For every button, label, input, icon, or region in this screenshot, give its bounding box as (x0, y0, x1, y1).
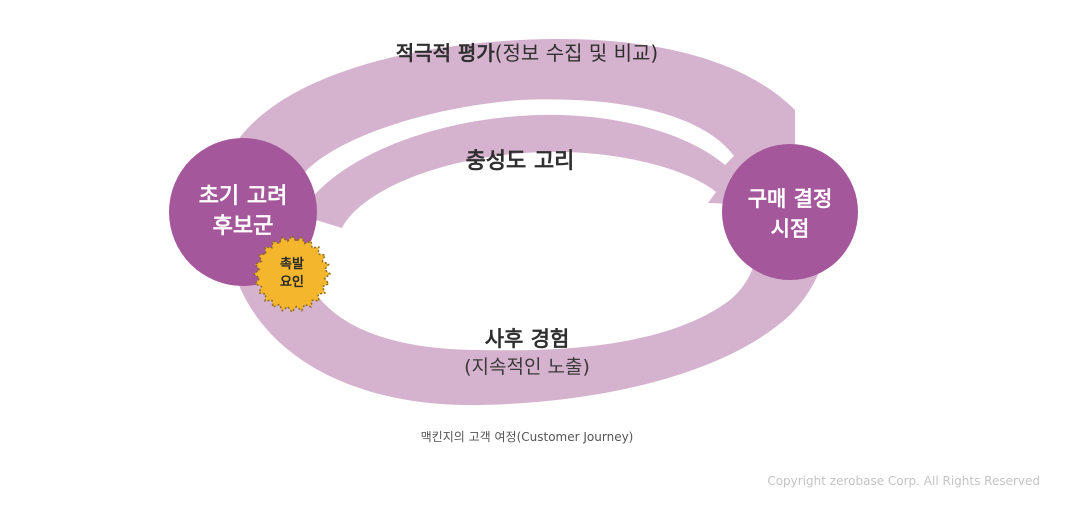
loyalty-loop-band (300, 114, 762, 228)
top-arc-label: 적극적 평가(정보 수집 및 비교) (396, 41, 658, 65)
copyright-notice: Copyright zerobase Corp. All Rights Rese… (767, 474, 1040, 488)
diagram-caption: 맥킨지의 고객 여정(Customer Journey) (421, 430, 634, 444)
trigger-badge-line1: 촉발 (280, 256, 304, 272)
right-circle-line2: 시점 (771, 217, 810, 241)
purchase-decision-circle (722, 144, 858, 280)
loyalty-loop-label: 충성도 고리 (466, 149, 575, 174)
left-circle-line2: 후보군 (213, 214, 274, 239)
right-circle-line1: 구매 결정 (748, 187, 833, 211)
left-circle-line1: 초기 고려 (199, 184, 288, 209)
bottom-arc-line1: 사후 경험 (485, 327, 570, 351)
bottom-arc-line2: (지속적인 노출) (464, 356, 590, 378)
trigger-badge-line2: 요인 (280, 274, 304, 290)
trigger-badge-starburst (252, 234, 332, 314)
trigger-badge (252, 234, 332, 314)
